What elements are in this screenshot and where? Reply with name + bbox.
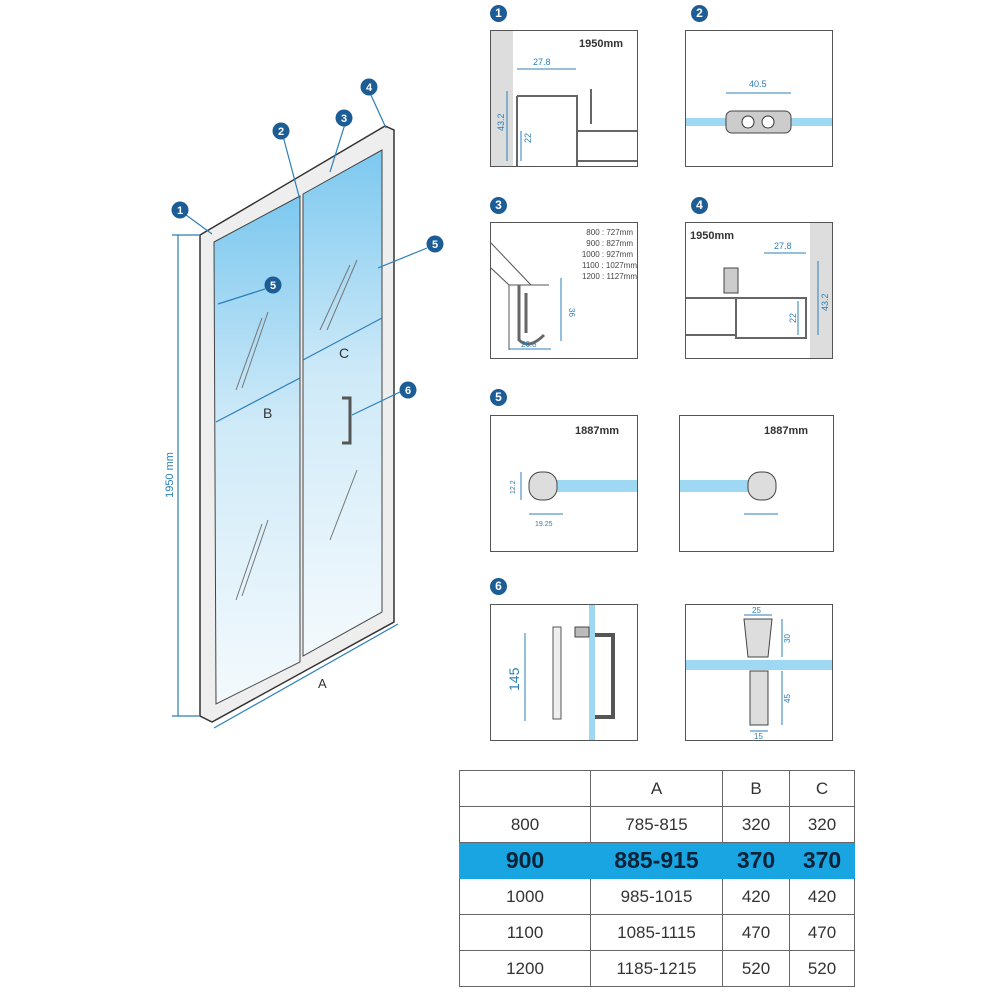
panel-c-label: C	[339, 345, 349, 361]
detail-4-dim-inner: 22	[788, 313, 798, 323]
cell: 470	[722, 914, 790, 951]
door-panel-right-glass	[302, 149, 383, 657]
cell: 520	[789, 950, 855, 987]
detail-5-dim-height: 12.2	[510, 480, 517, 494]
header-c: C	[789, 770, 855, 807]
detail-1-panel: 1950mm 27.8 43.2 22	[490, 30, 638, 167]
detail-3-dim-width: 20.8	[521, 340, 537, 349]
cell: 785-815	[590, 806, 723, 843]
detail-4-dim-width: 27.8	[774, 241, 792, 251]
cell: 470	[789, 914, 855, 951]
door-handle	[342, 396, 352, 445]
detail-1-badge: 1	[490, 5, 507, 22]
detail-2-panel: 40.5	[685, 30, 833, 167]
callout-4: 4	[366, 82, 373, 94]
detail-5b-height: 1887mm	[764, 425, 808, 437]
callout-5-right: 5	[432, 239, 438, 251]
cell: 885-915	[590, 842, 723, 879]
header-a: A	[590, 770, 723, 807]
detail-6b-dim-body: 45	[783, 694, 792, 703]
detail-1-height: 1950mm	[579, 38, 623, 50]
header-b: B	[722, 770, 790, 807]
detail-5-height: 1887mm	[575, 425, 619, 437]
detail-6b-dim-width: 15	[754, 732, 763, 741]
cell: 320	[789, 806, 855, 843]
cell: 900	[459, 842, 591, 879]
cell: 985-1015	[590, 878, 723, 915]
cell: 420	[722, 878, 790, 915]
detail-6-badge: 6	[490, 578, 507, 595]
detail-5-badge: 5	[490, 389, 507, 406]
callout-3: 3	[341, 113, 347, 125]
detail-6b-panel: 25 30 45 15	[685, 604, 833, 741]
cell: 800	[459, 806, 591, 843]
size-1200: 1200 : 1127mm	[582, 272, 637, 281]
size-1100: 1100 : 1027mm	[582, 261, 637, 270]
cell: 320	[722, 806, 790, 843]
detail-2-badge: 2	[691, 5, 708, 22]
header-size	[459, 770, 591, 807]
detail-4-dim-height: 43.2	[820, 293, 830, 311]
panel-b-label: B	[263, 405, 272, 421]
detail-3-dim-height: 36	[567, 308, 576, 317]
callout-2: 2	[278, 126, 284, 138]
detail-2-dim: 40.5	[749, 79, 767, 89]
detail-6b-dim-cap: 30	[783, 634, 792, 643]
cell: 520	[722, 950, 790, 987]
detail-6b-dim-top: 25	[752, 606, 761, 615]
detail-5-panel: 1887mm 12.2 19.25	[490, 415, 638, 552]
detail-6-dim: 145	[506, 667, 522, 691]
callout-1: 1	[177, 205, 183, 217]
cell: 1100	[459, 914, 591, 951]
detail-5b-panel: 1887mm	[679, 415, 834, 552]
door-panel-left-glass	[213, 195, 301, 705]
cell: 1000	[459, 878, 591, 915]
cell: 1085-1115	[590, 914, 723, 951]
cell: 370	[789, 842, 855, 879]
width-dimension-label: A	[318, 676, 327, 691]
cell: 1185-1215	[590, 950, 723, 987]
height-dimension-label: 1950 mm	[164, 452, 176, 498]
size-1000: 1000 : 927mm	[582, 250, 633, 259]
callout-6: 6	[405, 385, 411, 397]
detail-1-dim-inner: 22	[523, 133, 533, 143]
cell: 420	[789, 878, 855, 915]
callout-5-left: 5	[270, 280, 276, 292]
detail-1-dim-width: 27.8	[533, 57, 551, 67]
table-header-row: A B C	[459, 770, 855, 807]
size-800: 800 : 727mm	[586, 228, 633, 237]
cell: 370	[722, 842, 790, 879]
detail-4-height: 1950mm	[690, 230, 734, 242]
size-900: 900 : 827mm	[586, 239, 633, 248]
detail-3-panel: 800 : 727mm 900 : 827mm 1000 : 927mm 110…	[490, 222, 638, 359]
detail-1-dim-height: 43.2	[496, 113, 506, 131]
main-door-drawing: 1950 mm A B C 1 2 3 4 5 5 6	[164, 78, 444, 729]
detail-4-panel: 1950mm 27.8 22 43.2	[685, 222, 833, 359]
detail-5-dim-width: 19.25	[535, 521, 553, 528]
detail-4-badge: 4	[691, 197, 708, 214]
detail-3-badge: 3	[490, 197, 507, 214]
detail-6-panel: 145	[490, 604, 638, 741]
cell: 1200	[459, 950, 591, 987]
